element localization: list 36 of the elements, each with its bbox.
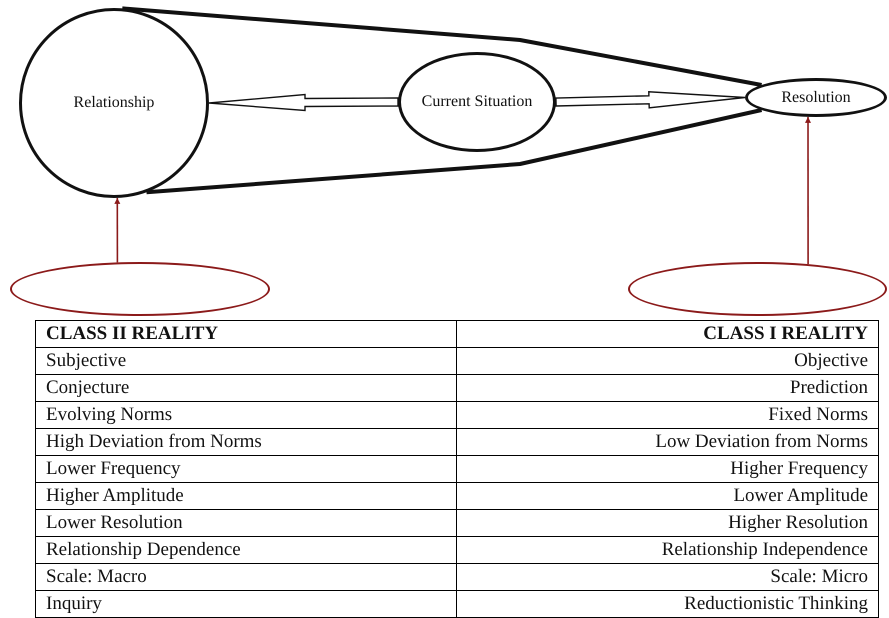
node-label: Resolution (781, 88, 851, 106)
table-cell: Prediction (457, 375, 879, 402)
block-arrow (208, 94, 399, 112)
ellipse-node (398, 52, 556, 152)
table-cell: Subjective (36, 348, 457, 375)
block-arrow (555, 91, 746, 109)
table-cell: Higher Frequency (457, 456, 879, 483)
table-cell: Scale: Micro (457, 564, 879, 591)
table-cell: Inquiry (36, 591, 457, 618)
table-cell: Low Deviation from Norms (457, 429, 879, 456)
arrow (114, 198, 120, 262)
table-cell: Conjecture (36, 375, 457, 402)
table-cell: Objective (457, 348, 879, 375)
empty-ellipse (628, 262, 887, 316)
empty-ellipse (10, 262, 270, 316)
ellipse-node (745, 78, 887, 117)
table-cell: Evolving Norms (36, 402, 457, 429)
table-cell: Scale: Macro (36, 564, 457, 591)
table-cell: Lower Amplitude (457, 483, 879, 510)
table-cell: Higher Resolution (457, 510, 879, 537)
relationship-circle (19, 8, 209, 198)
table-cell: Relationship Independence (457, 537, 879, 564)
table-cell: Lower Resolution (36, 510, 457, 537)
node-label: Relationship (74, 94, 154, 112)
table-cell: Lower Frequency (36, 456, 457, 483)
table-cell: Reductionistic Thinking (457, 591, 879, 618)
table-cell: Relationship Dependence (36, 537, 457, 564)
connector-line (146, 108, 762, 194)
table-cell: Higher Amplitude (36, 483, 457, 510)
table-header-cell: CLASS II REALITY (36, 321, 457, 348)
table-header-cell: CLASS I REALITY (457, 321, 879, 348)
arrow (805, 116, 811, 264)
table-cell: High Deviation from Norms (36, 429, 457, 456)
connector-line (122, 6, 762, 87)
node-label: Current Situation (422, 93, 532, 111)
table-cell: Fixed Norms (457, 402, 879, 429)
